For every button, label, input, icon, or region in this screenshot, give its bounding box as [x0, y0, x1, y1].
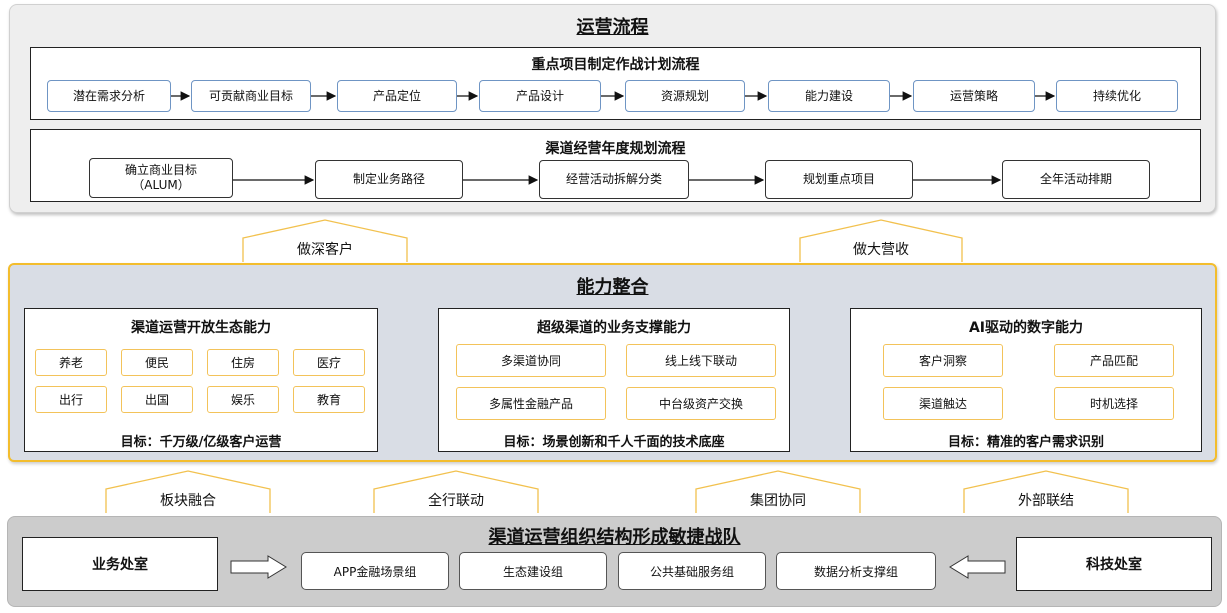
house-arrow-label: 做大营收 [853, 242, 909, 258]
tag: 出国 [121, 386, 193, 413]
flow1-step: 资源规划 [625, 80, 745, 112]
house-arrow-label: 全行联动 [428, 493, 484, 509]
tag: 多渠道协同 [456, 344, 606, 377]
tag: 娱乐 [207, 386, 279, 413]
team-group: APP金融场景组 [301, 552, 449, 590]
organization-title: 渠道运营组织结构形成敏捷战队 [488, 527, 741, 548]
tag: 多属性金融产品 [456, 387, 606, 420]
tag: 医疗 [293, 349, 365, 376]
team-group: 生态建设组 [459, 552, 607, 590]
business-dept-box: 业务处室 [22, 537, 218, 591]
flow1-step: 持续优化 [1056, 80, 1178, 112]
arrow-right-icon [230, 555, 287, 579]
tech-dept-box: 科技处室 [1016, 537, 1212, 591]
capabilities-title: 能力整合 [576, 277, 649, 298]
tag: 中台级资产交换 [626, 387, 776, 420]
flow2-step: 确立商业目标 （ALUM） [89, 158, 233, 198]
card-title: AI驱动的数字能力 [968, 320, 1084, 336]
operations-title: 运营流程 [576, 17, 649, 38]
arrow-left-icon [949, 555, 1006, 579]
house-arrow-label: 板块融合 [160, 493, 216, 509]
house-arrow-bankwide-linkage: 全行联动 [373, 470, 539, 514]
house-arrow-label: 集团协同 [750, 493, 806, 509]
house-arrow-icon [695, 470, 861, 513]
flow2-step: 全年活动排期 [1002, 160, 1150, 199]
capability-card-ecosystem: 渠道运营开放生态能力 养老 便民 住房 医疗 出行 出国 娱乐 教育 目标：千万… [24, 308, 378, 452]
flow1-step: 潜在需求分析 [47, 80, 171, 112]
house-arrow-icon [242, 219, 408, 262]
house-arrow-segment-fusion: 板块融合 [105, 470, 271, 514]
flow1-step: 能力建设 [768, 80, 890, 112]
flow1-step: 运营策略 [913, 80, 1035, 112]
house-arrow-label: 外部联结 [1018, 493, 1074, 509]
flow1-box: 重点项目制定作战计划流程 潜在需求分析 可贡献商业目标 产品定位 产品设计 资源… [30, 47, 1201, 120]
house-arrow-external-link: 外部联结 [963, 470, 1129, 514]
card-goal: 目标：精准的客户需求识别 [947, 435, 1104, 450]
tag: 出行 [35, 386, 107, 413]
house-arrow-icon [373, 470, 539, 513]
capabilities-panel: 能力整合 渠道运营开放生态能力 养老 便民 住房 医疗 出行 出国 娱乐 教育 … [8, 263, 1217, 462]
tag: 便民 [121, 349, 193, 376]
card-goal: 目标：千万级/亿级客户运营 [120, 435, 282, 450]
capability-card-ai-digital: AI驱动的数字能力 客户洞察 产品匹配 渠道触达 时机选择 目标：精准的客户需求… [850, 308, 1202, 452]
tag: 产品匹配 [1054, 344, 1174, 377]
house-arrow-icon [799, 219, 963, 262]
capability-card-business-support: 超级渠道的业务支撑能力 多渠道协同 线上线下联动 多属性金融产品 中台级资产交换… [438, 308, 790, 452]
tag: 养老 [35, 349, 107, 376]
house-arrow-deepen-customers: 做深客户 [242, 219, 408, 263]
house-arrow-grow-revenue: 做大营收 [799, 219, 963, 263]
flow2-step: 经营活动拆解分类 [539, 160, 689, 199]
tag: 线上线下联动 [626, 344, 776, 377]
flow1-arrows [171, 91, 1056, 101]
house-arrow-label: 做深客户 [297, 242, 353, 258]
flow2-step: 规划重点项目 [765, 160, 913, 199]
house-arrow-icon [105, 470, 271, 513]
flow1-step: 产品定位 [337, 80, 457, 112]
tag: 教育 [293, 386, 365, 413]
tag: 住房 [207, 349, 279, 376]
flow1-step: 可贡献商业目标 [191, 80, 311, 112]
card-title: 渠道运营开放生态能力 [131, 320, 271, 336]
flow2-step: 制定业务路径 [315, 160, 463, 199]
flow2-arrows [233, 175, 1002, 185]
card-title: 超级渠道的业务支撑能力 [537, 320, 691, 336]
team-group: 数据分析支撑组 [776, 552, 936, 590]
flow2-title: 渠道经营年度规划流程 [545, 141, 686, 157]
flow1-step: 产品设计 [479, 80, 601, 112]
card-goal: 目标：场景创新和千人千面的技术底座 [503, 435, 725, 450]
tag: 时机选择 [1054, 387, 1174, 420]
house-arrow-icon [963, 470, 1129, 513]
operations-panel: 运营流程 重点项目制定作战计划流程 潜在需求分析 可贡献商业目标 产品定位 产品… [9, 4, 1216, 213]
flow2-box: 渠道经营年度规划流程 确立商业目标 （ALUM） 制定业务路径 经营活动拆解分类… [30, 129, 1201, 202]
organization-panel: 渠道运营组织结构形成敏捷战队 业务处室 APP金融场景组 生态建设组 公共基础服… [7, 516, 1222, 607]
tag: 客户洞察 [883, 344, 1003, 377]
house-arrow-group-synergy: 集团协同 [695, 470, 861, 514]
flow1-title: 重点项目制定作战计划流程 [531, 57, 700, 73]
team-group: 公共基础服务组 [618, 552, 766, 590]
tag: 渠道触达 [883, 387, 1003, 420]
